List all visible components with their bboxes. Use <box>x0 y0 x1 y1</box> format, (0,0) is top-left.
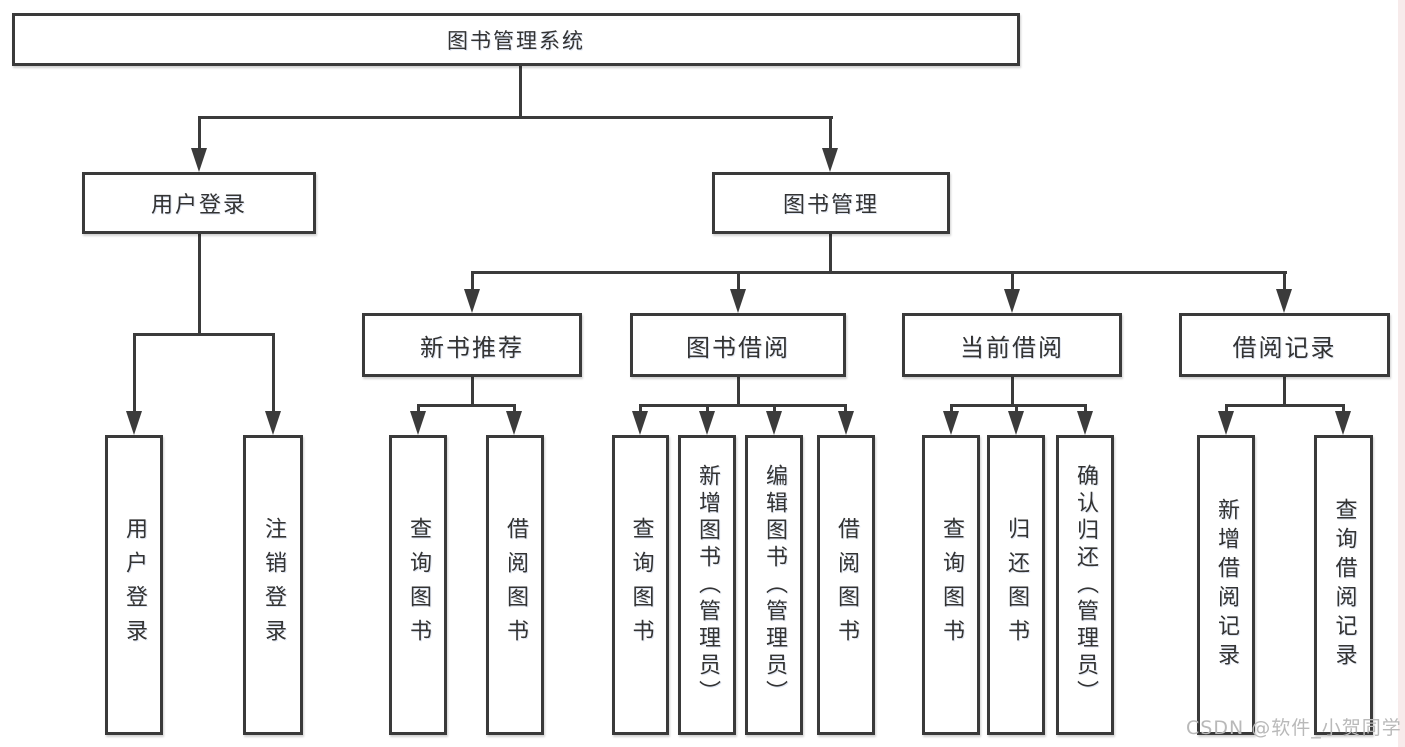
connector-line <box>1283 271 1286 293</box>
connector-line <box>829 234 832 273</box>
node-label: 借阅记录 <box>1232 333 1337 362</box>
node-label: 图书管理 <box>782 193 879 218</box>
connector-line <box>1084 404 1087 415</box>
leaf-query-books: 查询图书 <box>389 435 447 735</box>
csdn-watermark: CSDN @软件_小贺同学 <box>1186 717 1402 739</box>
connector-line <box>639 404 847 407</box>
node-label: 新书推荐 <box>420 333 524 362</box>
leaf-add-books-admin: 新增图书（管理员） <box>678 435 736 735</box>
connector-line <box>1225 404 1228 415</box>
leaf-label: 用户登录 <box>122 517 147 653</box>
leaf-label: 新增借阅记录 <box>1214 498 1239 672</box>
arrowhead-down-icon <box>191 148 207 172</box>
node-book-borrowing: 图书借阅 <box>630 313 846 377</box>
connector-line <box>1015 404 1018 415</box>
connector-line <box>513 404 516 415</box>
arrowhead-down-icon <box>410 411 426 435</box>
node-current-borrowing: 当前借阅 <box>902 313 1122 377</box>
arrowhead-down-icon <box>943 411 959 435</box>
leaf-label: 借阅图书 <box>834 517 859 653</box>
node-label: 图书借阅 <box>686 333 790 362</box>
root-node-label: 图书管理系统 <box>447 28 585 53</box>
connector-line <box>471 271 474 293</box>
connector-line <box>198 116 201 152</box>
connector-line <box>519 66 522 118</box>
connector-line <box>133 333 275 336</box>
connector-line <box>1342 404 1345 415</box>
connector-line <box>737 377 740 406</box>
arrowhead-down-icon <box>464 289 480 313</box>
node-borrowing-records: 借阅记录 <box>1179 313 1390 377</box>
connector-line <box>1011 377 1014 406</box>
node-new-book-recommendation: 新书推荐 <box>362 313 582 377</box>
connector-line <box>773 404 776 415</box>
connector-line <box>198 116 833 119</box>
node-label: 当前借阅 <box>960 333 1064 362</box>
arrowhead-down-icon <box>265 411 281 435</box>
arrowhead-down-icon <box>699 411 715 435</box>
leaf-label: 确认归还（管理员） <box>1073 463 1098 707</box>
arrowhead-down-icon <box>1276 289 1292 313</box>
connector-line <box>950 404 953 415</box>
arrowhead-down-icon <box>1335 411 1351 435</box>
connector-line <box>471 271 1287 274</box>
arrowhead-down-icon <box>1077 411 1093 435</box>
right-edge-strip <box>1398 0 1405 747</box>
arrowhead-down-icon <box>1008 411 1024 435</box>
node-label: 用户登录 <box>150 193 247 218</box>
connector-line <box>1225 404 1344 407</box>
connector-line <box>1283 377 1286 406</box>
node-book-management: 图书管理 <box>712 172 950 234</box>
arrowhead-down-icon <box>838 411 854 435</box>
arrowhead-down-icon <box>730 289 746 313</box>
arrowhead-down-icon <box>632 411 648 435</box>
leaf-user-login: 用户登录 <box>105 435 163 735</box>
connector-line <box>639 404 642 415</box>
leaf-logout: 注销登录 <box>243 435 303 735</box>
arrowhead-down-icon <box>766 411 782 435</box>
connector-line <box>471 377 474 406</box>
leaf-label: 借阅图书 <box>503 517 528 653</box>
connector-line <box>829 116 832 152</box>
connector-line <box>417 404 516 407</box>
arrowhead-down-icon <box>126 411 142 435</box>
leaf-label: 查询图书 <box>628 517 654 653</box>
node-user-login: 用户登录 <box>82 172 316 234</box>
connector-line <box>133 333 136 415</box>
leaf-label: 编辑图书（管理员） <box>762 463 787 707</box>
arrowhead-down-icon <box>1004 289 1020 313</box>
connector-line <box>706 404 709 415</box>
connector-line <box>737 271 740 293</box>
leaf-query-books: 查询图书 <box>612 435 669 735</box>
leaf-label: 查询借阅记录 <box>1331 498 1357 672</box>
connector-line <box>198 234 201 335</box>
leaf-add-borrow-record: 新增借阅记录 <box>1197 435 1255 735</box>
connector-line <box>844 404 847 415</box>
arrowhead-down-icon <box>822 148 838 172</box>
leaf-label: 注销登录 <box>261 517 286 653</box>
arrowhead-down-icon <box>1218 411 1234 435</box>
connector-line <box>1011 271 1014 293</box>
leaf-borrow-books: 借阅图书 <box>817 435 875 735</box>
leaf-return-books: 归还图书 <box>987 435 1045 735</box>
connector-line <box>950 404 1086 407</box>
leaf-label: 新增图书（管理员） <box>695 463 720 707</box>
arrowhead-down-icon <box>506 411 522 435</box>
leaf-query-books: 查询图书 <box>922 435 980 735</box>
leaf-label: 查询图书 <box>939 517 964 653</box>
leaf-query-borrow-record: 查询借阅记录 <box>1314 435 1373 735</box>
root-node-book-management-system: 图书管理系统 <box>12 13 1020 66</box>
leaf-borrow-books: 借阅图书 <box>486 435 544 735</box>
leaf-label: 查询图书 <box>406 517 431 653</box>
connector-line <box>272 333 275 415</box>
leaf-confirm-return-admin: 确认归还（管理员） <box>1056 435 1114 735</box>
leaf-label: 归还图书 <box>1004 517 1029 653</box>
connector-line <box>417 404 420 415</box>
leaf-edit-books-admin: 编辑图书（管理员） <box>745 435 803 735</box>
